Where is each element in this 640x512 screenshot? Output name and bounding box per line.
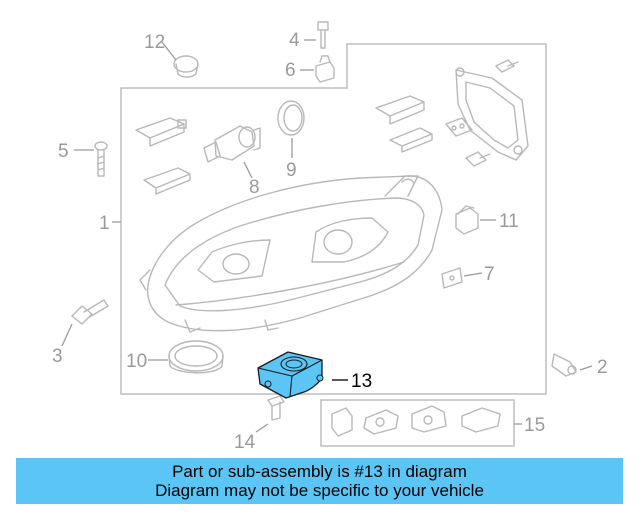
callout-labels: 12 4 6 5 1 8 9 11 7 10 3 2 13 14 15 xyxy=(52,30,608,452)
part-10-ring[interactable] xyxy=(168,340,224,374)
callout-6: 6 xyxy=(285,60,296,81)
callout-7: 7 xyxy=(484,264,495,285)
callout-15: 15 xyxy=(524,415,545,436)
part-9-ring[interactable] xyxy=(277,100,305,136)
callout-10: 10 xyxy=(126,351,147,372)
part-3-bolt[interactable] xyxy=(71,299,109,325)
assembly-frame xyxy=(120,43,547,395)
screws-top-right[interactable] xyxy=(465,59,519,167)
part-12-cap[interactable] xyxy=(173,55,199,78)
part-13-highlighted[interactable] xyxy=(257,351,324,399)
callout-12: 12 xyxy=(144,32,165,53)
callout-9: 9 xyxy=(286,160,297,181)
callout-11: 11 xyxy=(499,211,519,232)
callout-1: 1 xyxy=(99,213,110,234)
callout-14: 14 xyxy=(234,432,256,452)
part-2-bolt[interactable] xyxy=(551,353,577,377)
banner-line-1: Part or sub-assembly is #13 in diagram xyxy=(172,462,467,481)
kit-frame-15 xyxy=(320,399,515,447)
part-14-screw[interactable] xyxy=(267,395,285,421)
part-11[interactable] xyxy=(455,205,479,235)
banner-line-2: Diagram may not be specific to your vehi… xyxy=(155,481,484,500)
part-7[interactable] xyxy=(441,267,463,289)
part-4-screw[interactable] xyxy=(317,21,329,49)
parts-diagram: 12 4 6 5 1 8 9 11 7 10 3 2 13 14 15 xyxy=(52,21,608,452)
bulbs-right[interactable] xyxy=(375,95,473,153)
callout-8: 8 xyxy=(249,177,260,198)
leader-lines xyxy=(61,39,593,433)
part-5-screw[interactable] xyxy=(94,141,108,177)
part-8-bulb[interactable] xyxy=(203,125,261,163)
headlamp-assembly[interactable] xyxy=(139,175,443,333)
callout-2: 2 xyxy=(597,357,608,378)
info-banner: Part or sub-assembly is #13 in diagram D… xyxy=(16,458,623,504)
bracket-top-right[interactable] xyxy=(455,67,529,161)
part-15-kit[interactable] xyxy=(331,405,501,437)
bulbs-left[interactable] xyxy=(135,117,191,195)
callout-4: 4 xyxy=(289,30,300,51)
callout-3: 3 xyxy=(52,346,63,367)
callout-13[interactable]: 13 xyxy=(351,371,372,392)
callout-5: 5 xyxy=(58,141,69,162)
part-6-clip[interactable] xyxy=(315,55,335,83)
